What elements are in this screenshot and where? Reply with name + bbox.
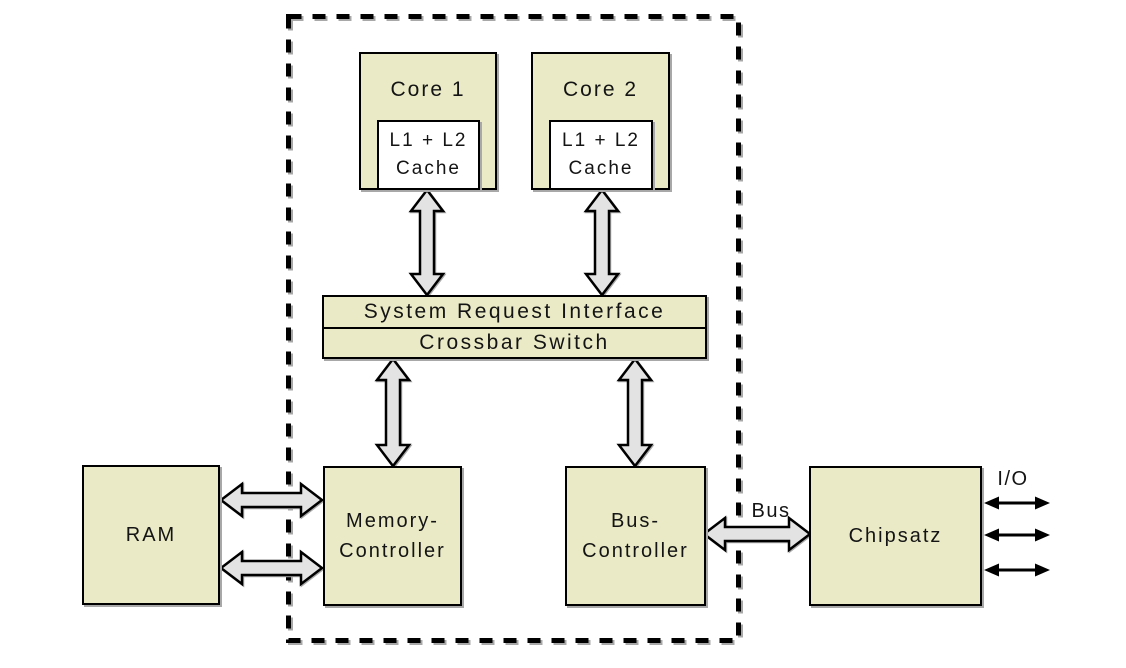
memory-controller-line1: Memory- xyxy=(346,510,439,532)
io-arrow-3 xyxy=(984,563,1050,577)
io-arrow-2 xyxy=(984,528,1050,542)
bus-controller-line1: Bus- xyxy=(610,510,661,532)
bus-edge-label: Bus xyxy=(751,500,791,522)
node-bus-controller: Bus- Controller xyxy=(565,466,706,606)
arrow-cache2-sri xyxy=(583,187,621,298)
node-cache2: L1 + L2 Cache xyxy=(549,120,653,190)
node-cache1: L1 + L2 Cache xyxy=(377,120,480,190)
sri-label: System Request Interface xyxy=(363,300,666,323)
crossbar-label: Crossbar Switch xyxy=(419,331,610,354)
arrow-cache1-sri xyxy=(408,187,446,298)
chipsatz-label: Chipsatz xyxy=(848,525,943,547)
arrow-ram-memory-upper xyxy=(218,481,325,519)
ram-label: RAM xyxy=(125,524,177,546)
cache2-line1: L1 + L2 xyxy=(562,130,640,151)
node-crossbar-switch: Crossbar Switch xyxy=(322,327,707,359)
cache1-line2: Cache xyxy=(396,158,461,179)
core1-label: Core 1 xyxy=(390,78,466,101)
core2-label: Core 2 xyxy=(562,78,639,101)
arrow-crossbar-memory-controller xyxy=(374,356,412,469)
io-arrow-1 xyxy=(984,496,1050,510)
cache1-line1: L1 + L2 xyxy=(389,130,468,151)
bus-controller-line2: Controller xyxy=(582,540,689,562)
arrow-crossbar-bus-controller xyxy=(616,356,654,469)
node-system-request-interface: System Request Interface xyxy=(322,295,707,327)
cache2-line2: Cache xyxy=(568,158,634,179)
node-chipsatz: Chipsatz xyxy=(809,466,982,606)
node-memory-controller: Memory- Controller xyxy=(323,466,462,606)
node-ram: RAM xyxy=(82,465,220,605)
io-label: I/O xyxy=(997,468,1029,490)
memory-controller-line2: Controller xyxy=(339,540,446,562)
arrow-ram-memory-lower xyxy=(218,549,325,587)
